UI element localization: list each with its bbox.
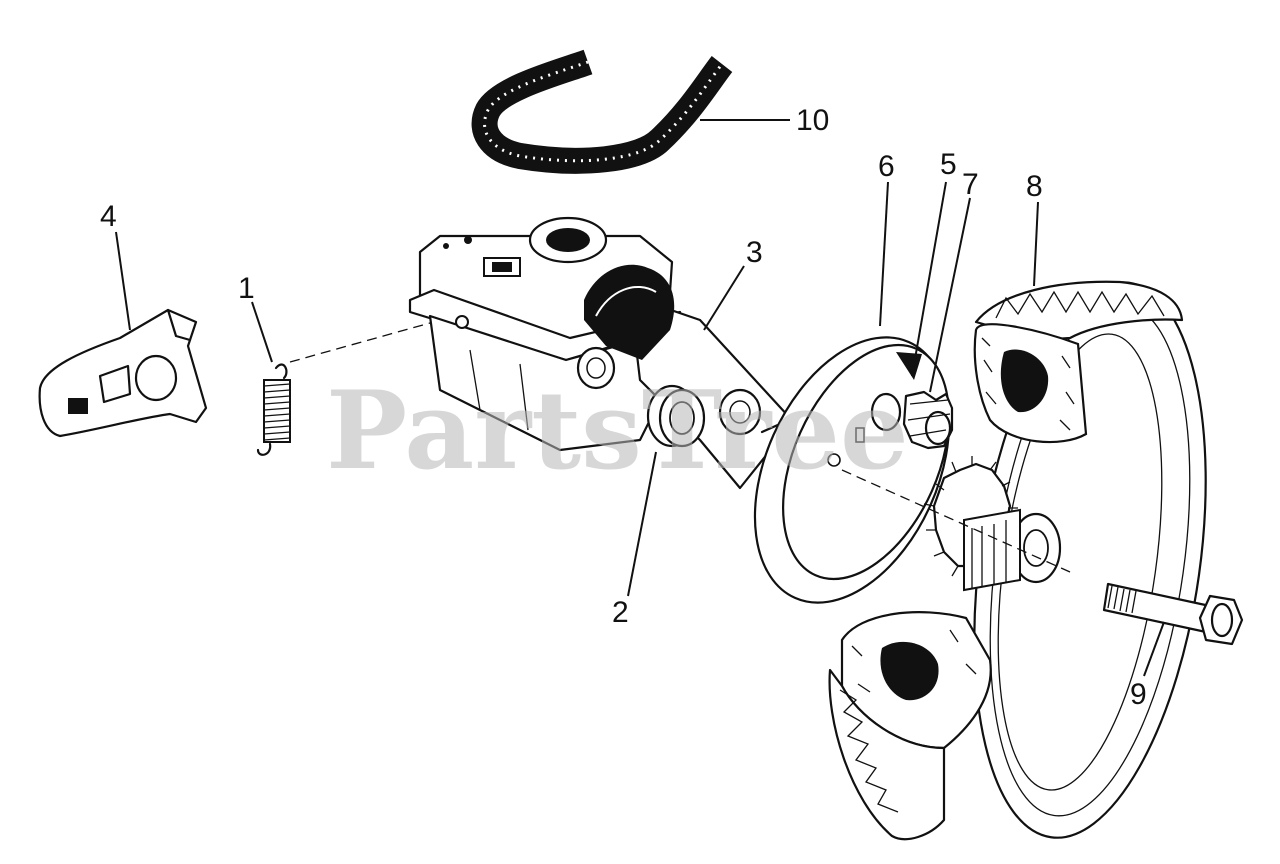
callout-7: 7 bbox=[962, 168, 979, 201]
pinion-gear bbox=[902, 390, 954, 450]
callout-2: 2 bbox=[612, 596, 629, 629]
watermark-text: PartsTree bbox=[326, 368, 909, 494]
leader-lines bbox=[115, 119, 1165, 677]
pivot-bracket bbox=[38, 308, 208, 438]
callout-numbers: 10 4 1 3 2 6 5 7 8 9 bbox=[100, 104, 1147, 711]
callout-6: 6 bbox=[878, 150, 895, 183]
extension-spring bbox=[256, 315, 456, 456]
callout-9: 9 bbox=[1130, 678, 1147, 711]
callout-5: 5 bbox=[940, 148, 957, 181]
callout-10: 10 bbox=[796, 104, 829, 137]
callout-1: 1 bbox=[238, 272, 255, 305]
callout-4: 4 bbox=[100, 200, 117, 233]
callout-8: 8 bbox=[1026, 170, 1043, 203]
shift-bracket bbox=[584, 264, 792, 490]
callout-3: 3 bbox=[746, 236, 763, 269]
axle-bolt bbox=[1102, 582, 1244, 646]
wheel-tire bbox=[828, 280, 1207, 841]
drive-belt bbox=[471, 49, 733, 174]
roller bbox=[646, 384, 706, 448]
